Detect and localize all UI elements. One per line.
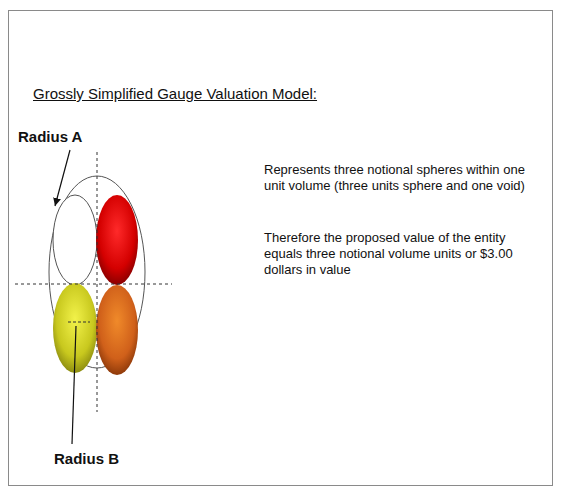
radius-label: Radius B [54, 450, 119, 467]
note-text: Represents three notional spheres within… [264, 162, 536, 194]
diagram-title: Grossly Simplified Gauge Valuation Model… [33, 85, 317, 102]
radius-label: Radius A [18, 128, 82, 145]
note-text: Therefore the proposed value of the enti… [264, 230, 536, 278]
